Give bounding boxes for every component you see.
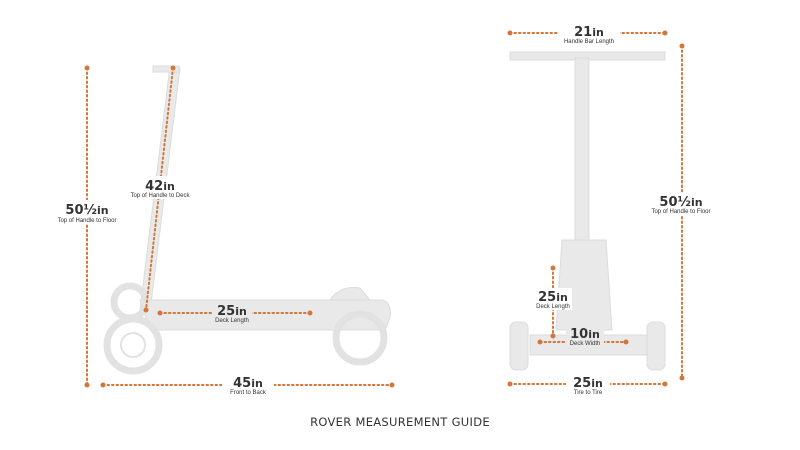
dimension-endpoint	[84, 382, 90, 388]
dimension-endpoint	[662, 381, 668, 387]
dimension-label: Top of Handle to Floor	[651, 209, 710, 215]
dimension-endpoint	[623, 339, 629, 345]
dimension-label: 25in	[538, 290, 568, 305]
scooter-part	[55, 200, 121, 224]
dimension-endpoint	[662, 30, 668, 36]
dimension-endpoint	[537, 339, 543, 345]
dimension-text: 25	[217, 304, 235, 319]
dimension-endpoint	[679, 375, 685, 381]
dimension-text: in	[691, 196, 703, 209]
dimension-endpoint	[389, 382, 395, 388]
dimension-endpoint	[550, 265, 556, 271]
dimension-text: ½	[678, 195, 691, 210]
scooter-part	[128, 176, 192, 199]
rear-wheel	[332, 310, 388, 366]
dimension-text: in	[588, 328, 600, 341]
dimension-label: 25in	[573, 376, 603, 391]
front-view-scooter	[509, 51, 666, 371]
side-total-height-dimension: 50½in Top of Handle to Floor	[55, 65, 121, 388]
dimension-label: Top of Handle to Deck	[130, 193, 190, 199]
dimension-label: Top of Handle to Floor	[57, 218, 116, 224]
dimension-endpoint	[100, 382, 106, 388]
side-deck-length-dimension: 25in Deck Length	[157, 303, 313, 324]
dimension-label: Tire to Tire	[574, 390, 603, 396]
dimension-text: in	[97, 204, 109, 217]
right-wheel	[646, 321, 666, 371]
front-deck-length-dimension: 25in Deck Length	[534, 265, 572, 339]
scooter-part	[566, 373, 610, 395]
front-total-height-dimension: 50½in Top of Handle to Floor	[648, 43, 714, 381]
front-deck-width-dimension: 10in Deck Width	[537, 326, 629, 347]
side-front-to-back-dimension: 45in Front to Back	[100, 374, 395, 396]
dimension-text: in	[592, 26, 604, 39]
dimension-label: Deck Length	[536, 304, 570, 310]
dimension-label: 50½in	[65, 203, 108, 218]
dimension-endpoint	[157, 310, 163, 316]
dimension-endpoint	[679, 43, 685, 49]
dimension-text: 50	[659, 195, 677, 210]
dimension-endpoint	[507, 381, 513, 387]
dimension-label: Handle Bar Length	[564, 39, 614, 45]
dimension-label: 25in	[217, 304, 247, 319]
scooter-part	[648, 192, 714, 216]
scooter-part	[222, 374, 274, 396]
scooter-part	[534, 288, 572, 310]
dimension-text: 21	[574, 25, 592, 40]
stem	[574, 57, 590, 249]
rear-fender	[329, 287, 372, 301]
dimension-endpoint	[170, 65, 176, 71]
dimension-text: 25	[573, 376, 591, 391]
dimension-text: in	[251, 377, 263, 390]
scooter-part	[558, 22, 620, 46]
dimension-value: 50	[65, 203, 83, 218]
scooter-part	[120, 332, 146, 358]
dimension-text: in	[235, 305, 247, 318]
dimension-label: 10in	[570, 327, 600, 342]
dimension-label: Deck Width	[570, 341, 601, 347]
page-title: ROVER MEASUREMENT GUIDE	[310, 415, 490, 429]
dimension-label: 50½in	[659, 195, 702, 210]
dimension-endpoint	[507, 30, 513, 36]
dimension-label: 42in	[145, 179, 175, 194]
dimension-text: in	[591, 377, 603, 390]
side-view-scooter	[103, 65, 391, 375]
dimension-endpoint	[84, 65, 90, 71]
dimension-endpoint	[307, 310, 313, 316]
deck	[139, 299, 391, 331]
body	[555, 239, 613, 331]
dimension-text: in	[556, 291, 568, 304]
dimension-label: 45in	[233, 376, 263, 391]
dimension-fraction: ½	[84, 203, 97, 218]
left-wheel	[509, 321, 529, 371]
dimension-text: 25	[538, 290, 556, 305]
dimension-text: 45	[233, 376, 251, 391]
dimension-label: Deck Length	[215, 318, 249, 324]
scooter-part	[212, 303, 252, 324]
front-handlebar-dimension: 21in Handle Bar Length	[507, 22, 668, 46]
front-tire-to-tire-dimension: 25in Tire to Tire	[507, 373, 668, 396]
scooter-part	[566, 326, 604, 346]
front-wheel	[103, 315, 163, 375]
dimension-label: Front to Back	[230, 390, 267, 396]
dimension-text: in	[163, 180, 175, 193]
dimension-text: 42	[145, 179, 163, 194]
side-handle-to-deck-dimension: 42in Top of Handle to Deck	[128, 65, 192, 313]
dimension-endpoint	[550, 333, 556, 339]
dimension-text: 10	[570, 327, 588, 342]
dimension-endpoint	[143, 307, 149, 313]
dimension-label: 21in	[574, 25, 604, 40]
